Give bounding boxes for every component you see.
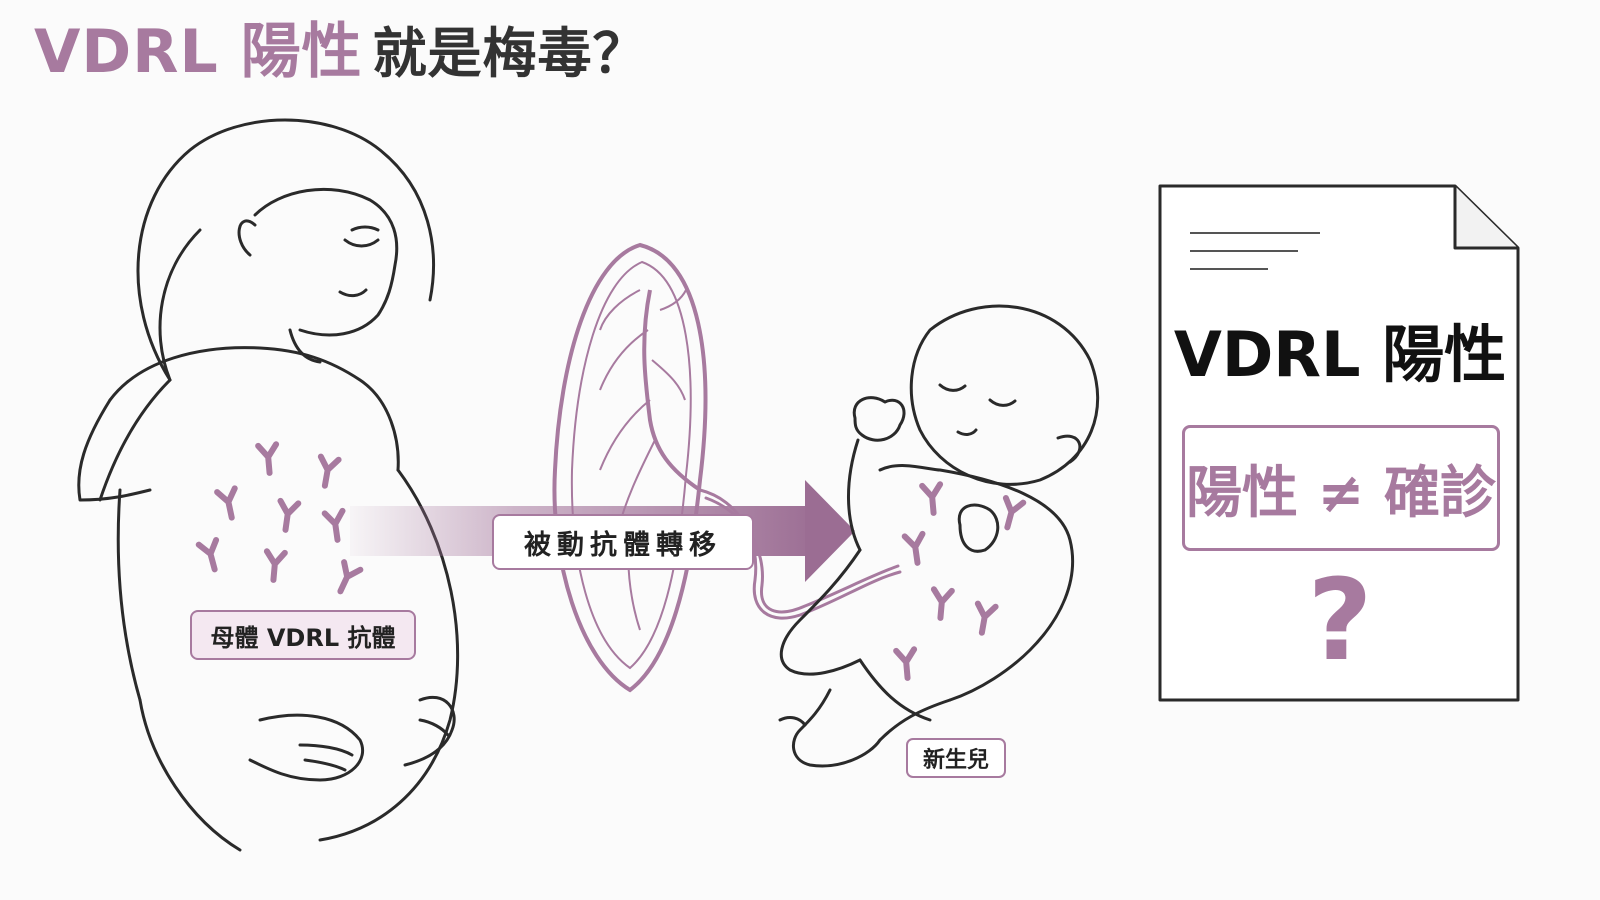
title-rest: 就是梅毒？ <box>372 22 648 85</box>
mother-figure <box>77 118 460 852</box>
newborn-figure <box>778 304 1100 768</box>
maternal-antibodies <box>199 444 361 595</box>
maternal-antibody-label: 母體 VDRL 抗體 <box>190 610 416 660</box>
page-title: VDRL 陽性就是梅毒？ <box>34 14 648 92</box>
report-boxed-text: 陽性 ≠ 確診 <box>1182 425 1500 551</box>
placenta <box>552 242 708 693</box>
passive-transfer-label: 被動抗體轉移 <box>492 514 754 570</box>
question-mark-icon: ? <box>1307 556 1373 686</box>
title-accent: VDRL 陽性 <box>34 17 363 87</box>
report-headline: VDRL 陽性 <box>1173 318 1507 391</box>
newborn-label: 新生兒 <box>906 738 1006 778</box>
